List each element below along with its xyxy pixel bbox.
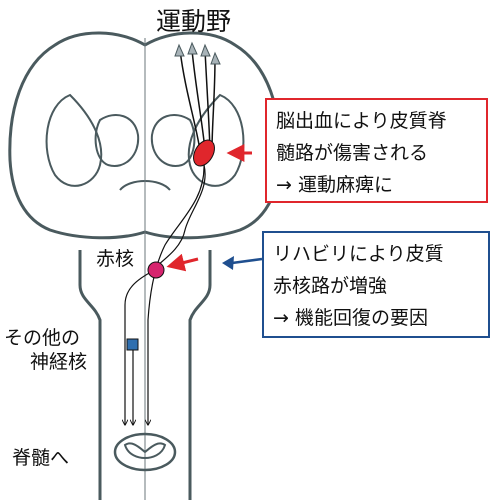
left-ventricle: [94, 114, 140, 167]
descending-tract: [148, 164, 205, 425]
hemorrhage-callout-line2: 髄路が傷害される: [276, 142, 429, 164]
blue-arrowhead: [222, 256, 234, 270]
other-nuclei-label-line2: 神経核: [30, 351, 88, 373]
hemorrhage-lesion: [193, 139, 215, 167]
fiber-arrowhead: [210, 51, 221, 65]
red-nucleus-label: 赤核: [96, 248, 135, 270]
fiber-arrowhead: [200, 43, 211, 57]
to-spinal-cord-label: 脊髄へ: [12, 447, 70, 469]
red-nucleus: [147, 261, 165, 279]
brainstem-outline-right: [188, 250, 212, 500]
right-cortex-fold: [187, 93, 245, 187]
rehab-callout-line2: 赤核路が増強: [273, 275, 388, 297]
hemorrhage-callout-line1: 脳出血により皮質脊: [276, 110, 447, 132]
hemorrhage-callout-line3: → 運動麻痺に: [276, 174, 393, 196]
red-arrow-red-nucleus: [166, 253, 199, 272]
corticospinal-fiber: [191, 49, 206, 151]
spinal-cord-section: [113, 432, 177, 472]
rehab-callout-line3: → 機能回復の要因: [273, 307, 428, 329]
other-nuclei-label-line1: その他の: [4, 327, 81, 349]
hemorrhage-callout: 脳出血により皮質脊 髄路が傷害される → 運動麻痺に: [265, 98, 488, 203]
fiber-arrowhead: [187, 41, 198, 55]
right-ventricle: [150, 114, 196, 167]
fiber-arrowhead: [174, 43, 185, 57]
corticospinal-fiber: [179, 49, 201, 151]
rehab-callout: リハビリにより皮質 赤核路が増強 → 機能回復の要因: [262, 231, 490, 338]
brainstem-outline: [78, 250, 102, 500]
other-nucleus: [126, 338, 139, 351]
motor-cortex-title: 運動野: [156, 7, 232, 36]
rehab-callout-line1: リハビリにより皮質: [273, 243, 444, 265]
blue-connector: [231, 257, 263, 265]
